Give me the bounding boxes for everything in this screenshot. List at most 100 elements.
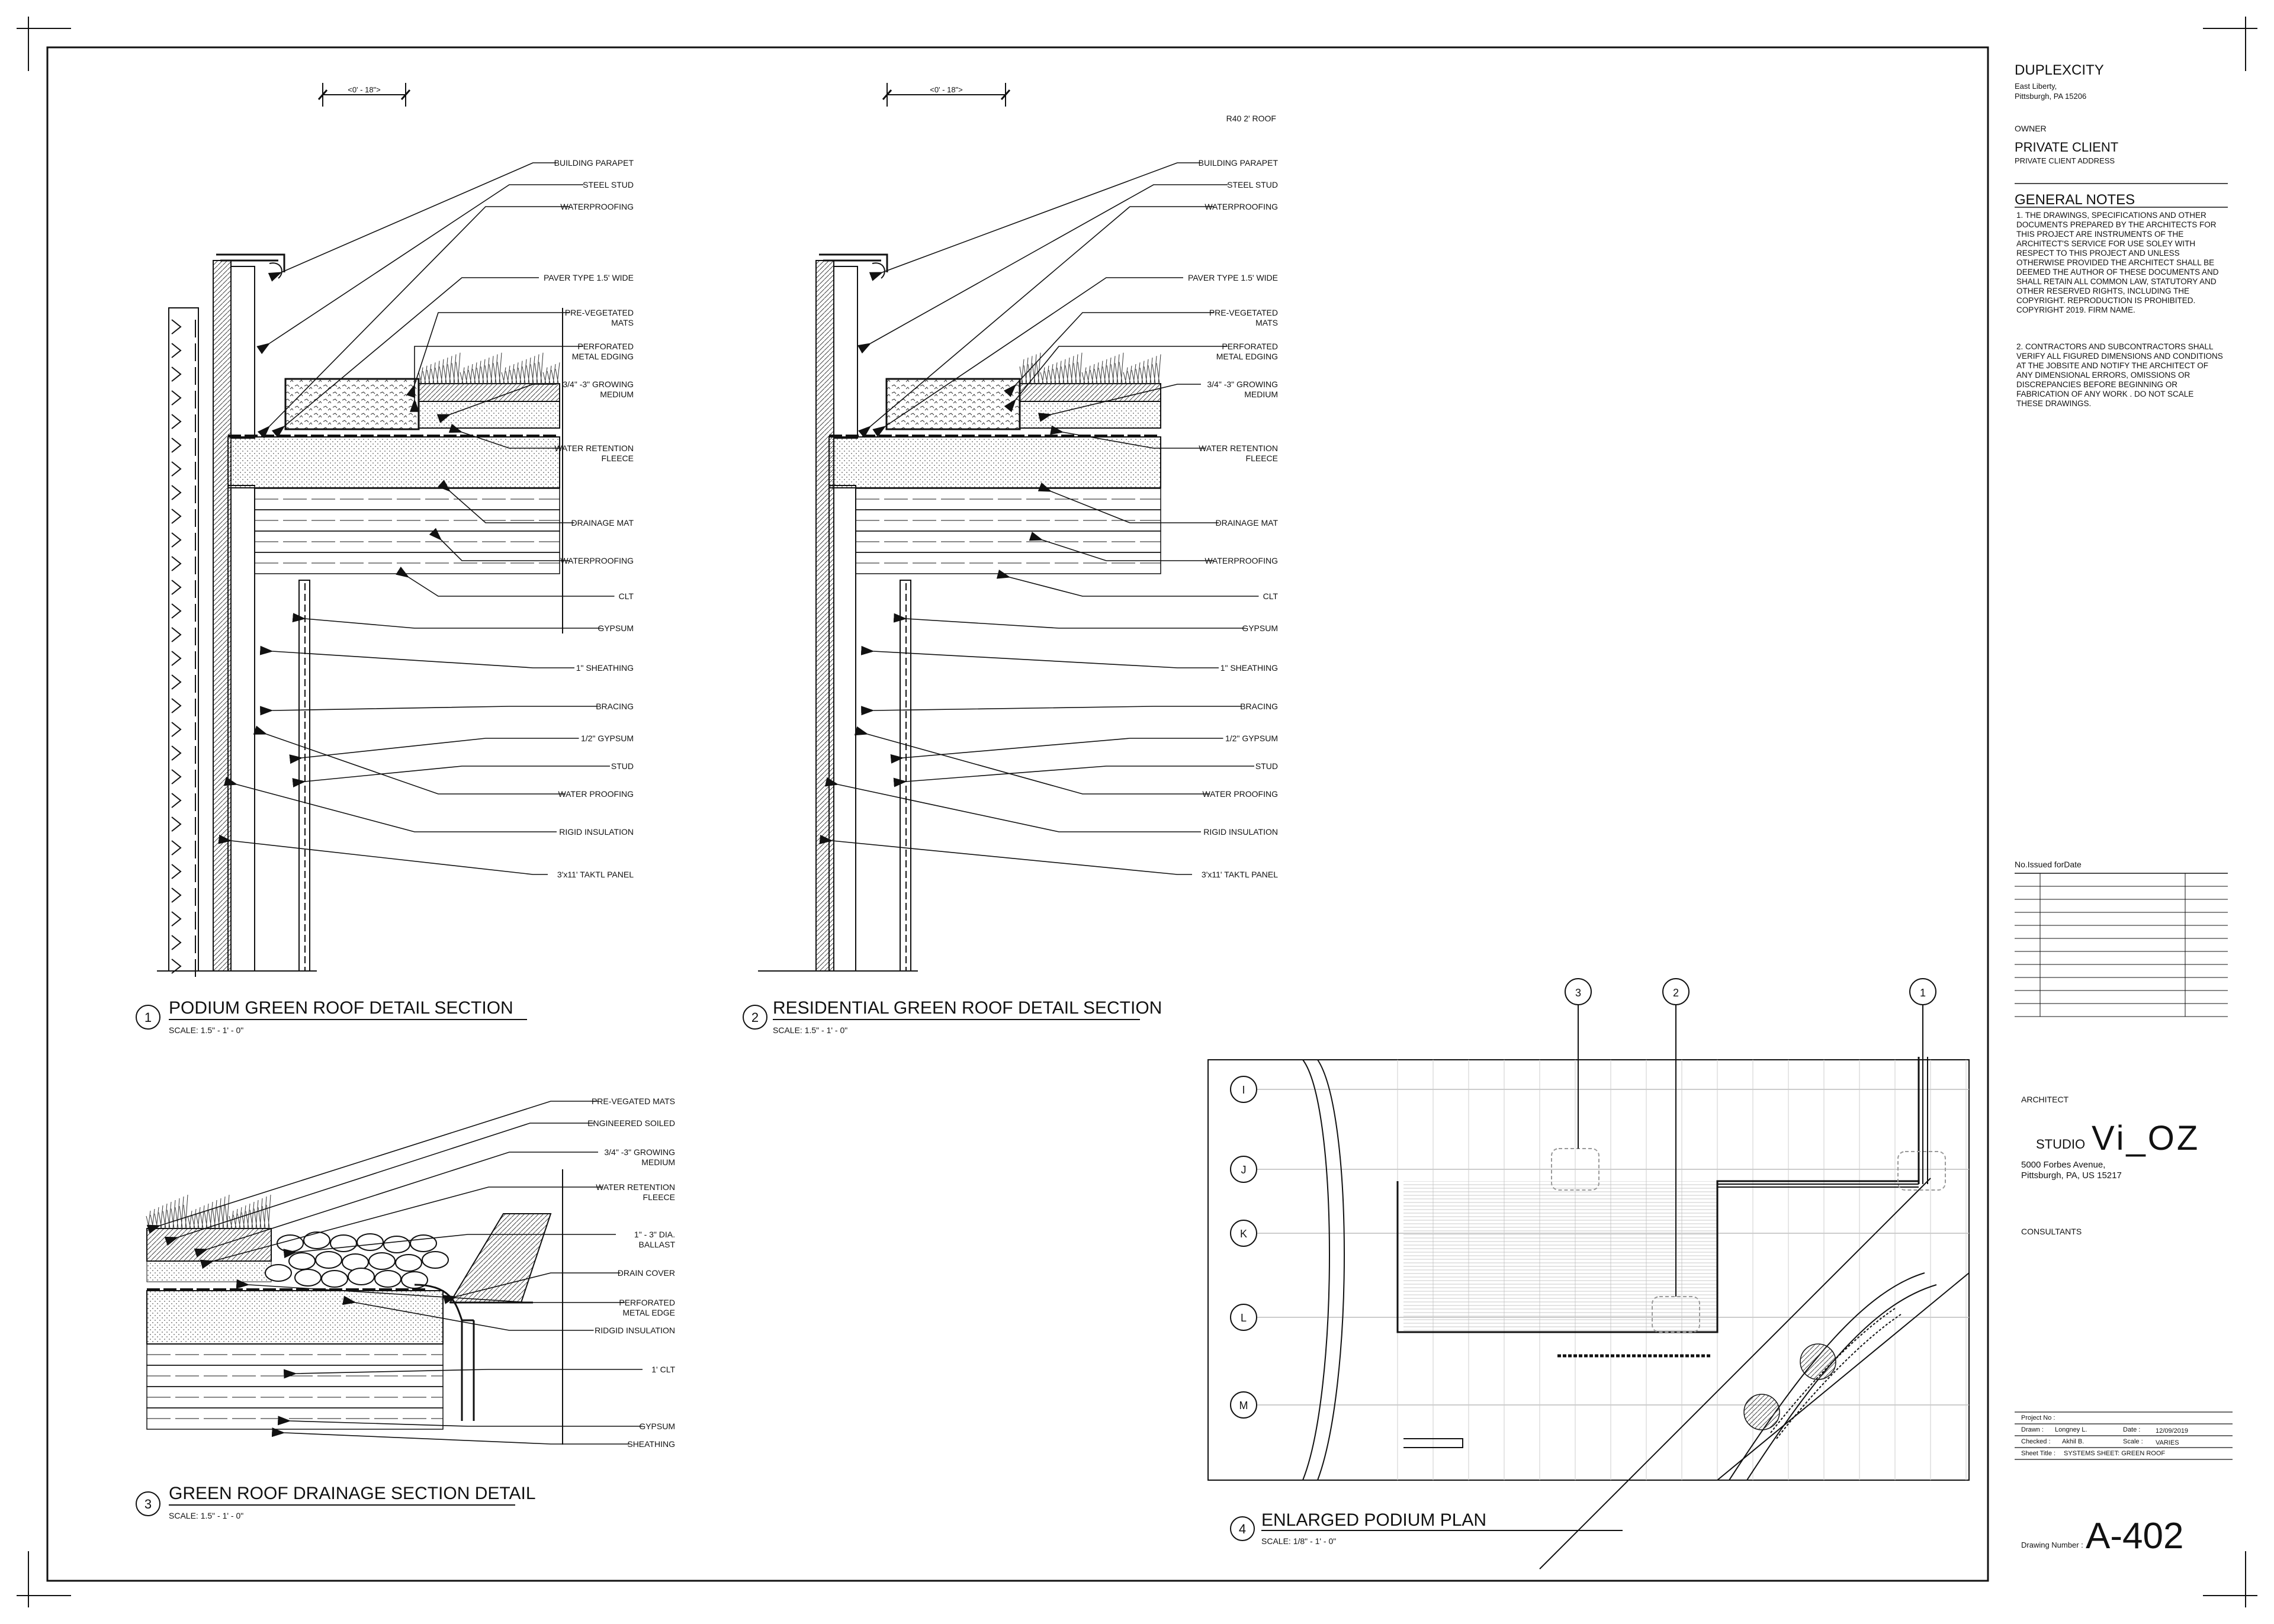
leader-line — [890, 738, 1223, 764]
detail-1-leaders — [218, 162, 615, 875]
leader-label: GYPSUM — [598, 623, 634, 633]
detail-2-leaders — [819, 162, 1259, 875]
leader-label: WATERPROOFING — [560, 556, 634, 565]
issue-table-header: No.Issued forDate — [2015, 860, 2082, 869]
detail-3-leaders — [146, 1101, 643, 1445]
leader-line — [857, 206, 1215, 438]
detail-1-title-block: 1 PODIUM GREEN ROOF DETAIL SECTION SCALE… — [136, 998, 527, 1035]
leader-line — [1038, 482, 1219, 523]
section-callout-label: 3 — [1575, 987, 1581, 999]
architect-label: ARCHITECT — [2021, 1095, 2069, 1104]
leader-line — [1029, 531, 1215, 561]
note-line: COPYRIGHT 2019. FIRM NAME. — [2016, 305, 2135, 314]
leader-label: WATER RETENTION — [1199, 443, 1278, 453]
note-line: AT THE JOBSITE AND NOTIFY THE ARCHITECT … — [2016, 361, 2208, 370]
leader-label: BALLAST — [639, 1240, 676, 1249]
note-line: SHALL RETAIN ALL COMMON LAW, STATUTORY A… — [2016, 277, 2217, 286]
architect-address-line-1: 5000 Forbes Avenue, — [2021, 1160, 2105, 1170]
plan-section-callouts: 3 2 1 — [1565, 978, 1936, 1297]
grid-row-marker — [1230, 1220, 1257, 1247]
leader-line — [996, 570, 1259, 597]
leader-label: STUD — [1255, 761, 1278, 771]
leader-label: RIGID INSULATION — [1203, 827, 1278, 837]
leader-label: MEDIUM — [600, 390, 634, 399]
leader-line — [438, 480, 574, 523]
leader-label: WATERPROOFING — [1205, 202, 1278, 211]
leader-label: 1" - 3" DIA. — [634, 1230, 675, 1239]
architect-studio-logo: Vi_OZ — [2092, 1119, 2200, 1157]
note-line: ANY DIMENSIONAL ERRORS, OMISSIONS OR — [2016, 371, 2191, 380]
sheet-title-value: SYSTEMS SHEET: GREEN ROOF — [2064, 1450, 2165, 1457]
leader-label: MATS — [1255, 318, 1278, 327]
leader-label: PERFORATED — [619, 1298, 675, 1307]
leader-label: 1" SHEATHING — [576, 663, 634, 673]
leader-label: CLT — [619, 591, 634, 601]
leader-line — [292, 613, 601, 629]
taktl-panel-strip — [168, 307, 199, 977]
leader-label: STUD — [611, 761, 634, 771]
dimension-text: <0' - 18"> — [348, 85, 381, 94]
leader-line — [283, 1234, 616, 1259]
leader-line — [1003, 312, 1215, 397]
detail-1-number: 1 — [144, 1010, 152, 1025]
title-block: DUPLEXCITY East Liberty, Pittsburgh, PA … — [2015, 62, 2233, 1557]
leader-line — [200, 1186, 603, 1269]
leader-label: GYPSUM — [639, 1422, 675, 1431]
leader-line — [410, 346, 583, 412]
leader-line — [1038, 384, 1201, 422]
leader-label: 1/2" GYPSUM — [1225, 734, 1278, 743]
section-callout-label: 1 — [1920, 987, 1926, 999]
leader-label: DRAINAGE MAT — [571, 518, 634, 528]
leader-label: 1' CLT — [651, 1365, 675, 1374]
leader-line — [406, 312, 570, 398]
leader-label: 3/4" -3" GROWING — [563, 380, 634, 389]
leader-label: PAVER TYPE 1.5' WIDE — [544, 273, 634, 282]
leader-label: BUILDING PARAPET — [1199, 158, 1279, 168]
drawing-number: A-402 — [2086, 1516, 2183, 1557]
note-line: ARCHITECT'S SERVICE FOR USE SOLEY WITH — [2016, 239, 2195, 248]
detail-4-scale: SCALE: 1/8" - 1' - 0" — [1261, 1536, 1336, 1546]
leader-label: FLEECE — [643, 1192, 675, 1202]
detail-4-title: ENLARGED PODIUM PLAN — [1261, 1510, 1486, 1530]
leader-line — [819, 835, 1192, 875]
detail-2-number: 2 — [751, 1010, 759, 1025]
leader-label: FLEECE — [602, 454, 634, 463]
note-line: FABRICATION OF ANY WORK . DO NOT SCALE — [2016, 390, 2193, 398]
leader-label: BRACING — [1240, 702, 1278, 711]
owner-client-address: PRIVATE CLIENT ADDRESS — [2015, 156, 2115, 165]
leader-label: PAVER TYPE 1.5' WIDE — [1188, 273, 1278, 282]
leader-line — [218, 834, 548, 875]
leader-label: ENGINEERED SOILED — [587, 1118, 675, 1128]
note-line: OTHERWISE PROVIDED THE ARCHITECT SHALL B… — [2016, 258, 2214, 267]
note-line: THESE DRAWINGS. — [2016, 399, 2091, 408]
general-notes-heading: GENERAL NOTES — [2015, 192, 2135, 208]
roof-note: R40 2' ROOF — [1226, 114, 1276, 123]
grid-row-label: J — [1241, 1164, 1247, 1176]
detail-3-title: GREEN ROOF DRAINAGE SECTION DETAIL — [169, 1484, 536, 1503]
detail-1-title: PODIUM GREEN ROOF DETAIL SECTION — [169, 998, 513, 1018]
detail-2-labels: BUILDING PARAPET STEEL STUD WATERPROOFING P… — [1188, 158, 1279, 879]
owner-label: OWNER — [2015, 124, 2047, 133]
leader-label: METAL EDGING — [1216, 352, 1278, 361]
scale-label: Scale : — [2123, 1438, 2143, 1445]
leader-label: WATERPROOFING — [560, 202, 634, 211]
detail-2-title-block: 2 RESIDENTIAL GREEN ROOF DETAIL SECTION … — [743, 998, 1162, 1035]
general-note-1: 1. THE DRAWINGS, SPECIFICATIONS AND OTHE… — [2016, 211, 2219, 314]
leader-line — [893, 613, 1245, 629]
leader-line — [342, 1295, 594, 1331]
section-callout-label: 2 — [1673, 987, 1679, 999]
leader-line — [857, 184, 1228, 354]
leader-line — [893, 766, 1254, 787]
leader-label: GYPSUM — [1242, 623, 1278, 633]
detail-2-residential-section: <0' - 18"> R40 2' ROOF — [758, 83, 1276, 972]
leader-line — [259, 645, 574, 668]
grid-row-marker — [1230, 1076, 1257, 1103]
detail-3-title-block: 3 GREEN ROOF DRAINAGE SECTION DETAIL SCA… — [136, 1484, 536, 1520]
leader-label: WATER RETENTION — [596, 1182, 675, 1192]
leader-line — [292, 766, 610, 787]
leader-label: STEEL STUD — [1227, 180, 1278, 189]
date-value: 12/09/2019 — [2156, 1427, 2188, 1435]
grid-row-marker — [1230, 1304, 1257, 1331]
detail-1-podium-section: <0' - 18"> — [157, 83, 563, 977]
